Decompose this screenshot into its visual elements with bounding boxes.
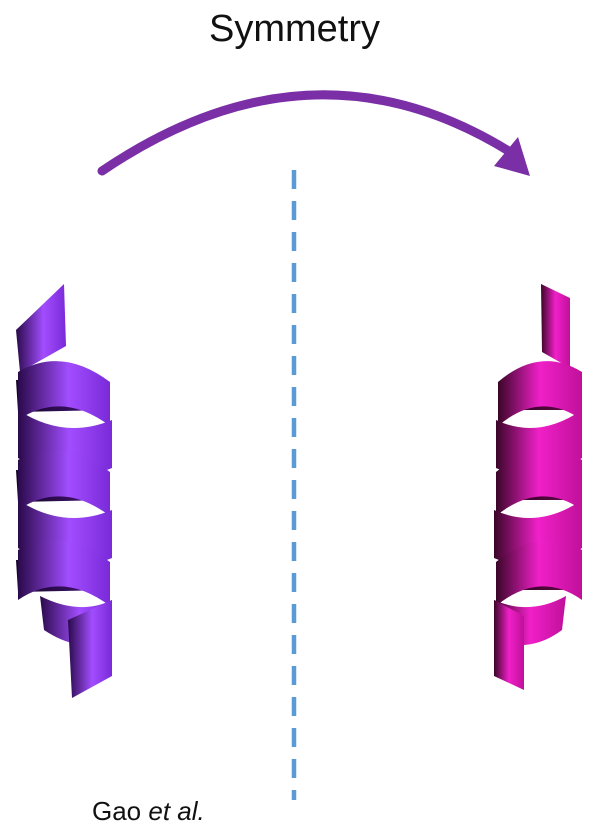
figure-title: Symmetry	[209, 8, 380, 50]
alpha-helix-icon	[16, 284, 112, 698]
credit-suffix: et al.	[148, 796, 205, 826]
credit-author: Gao	[92, 796, 142, 826]
figure-credit: Gao et al.	[92, 796, 205, 827]
curved-arrow-icon	[97, 90, 530, 176]
mirrored-alpha-helix-icon	[494, 284, 582, 690]
